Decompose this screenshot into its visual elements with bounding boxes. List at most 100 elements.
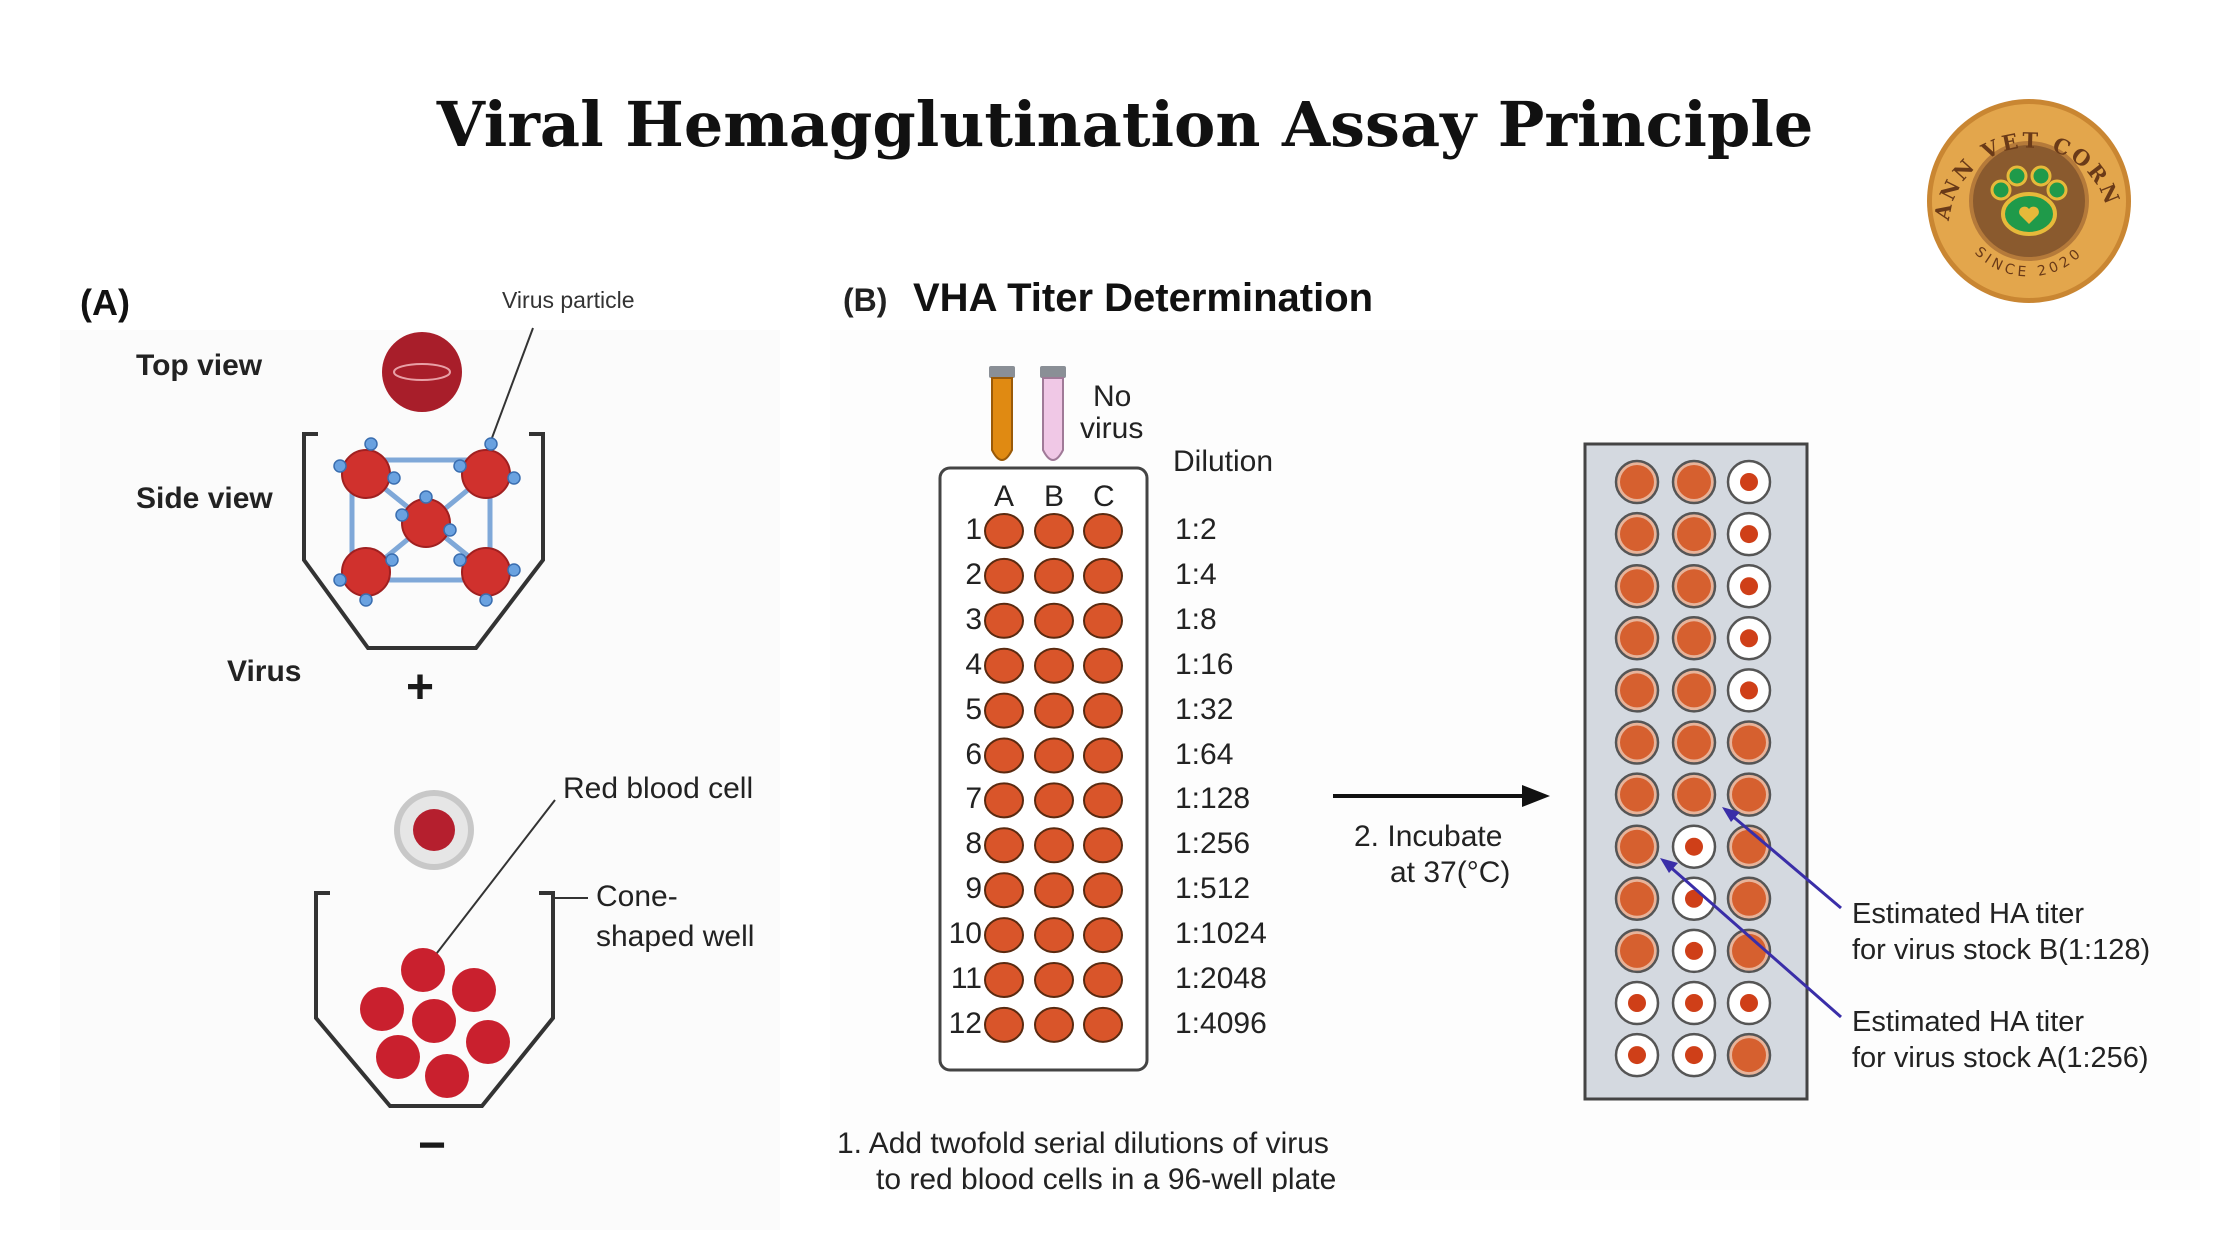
step1-caption: 1. Add twofold serial dilutions of virus… <box>830 1125 1390 1192</box>
well-diffuse-agglutination <box>1671 720 1717 765</box>
well-before <box>1083 737 1123 774</box>
row-number: 12 <box>948 1006 982 1040</box>
well-diffuse-agglutination <box>1671 563 1717 609</box>
row-number: 4 <box>965 647 982 681</box>
side-view-label: Side view <box>136 482 273 515</box>
well-before <box>984 737 1024 774</box>
well-diffuse-agglutination <box>1614 459 1660 505</box>
plus-sign: + <box>406 661 435 714</box>
well-before <box>984 962 1024 998</box>
top-view-label: Top view <box>136 349 263 382</box>
row-number: 5 <box>965 692 982 726</box>
well-before <box>1034 917 1074 954</box>
dilution-value: 1:1024 <box>1175 917 1267 951</box>
well-before <box>984 827 1024 864</box>
dilution-value: 1:8 <box>1175 602 1217 636</box>
row-number: 1 <box>965 513 982 546</box>
row-number: 9 <box>965 872 982 906</box>
well-before <box>1034 827 1074 864</box>
cone-well-label-line2: shaped well <box>596 920 755 953</box>
well-diffuse-agglutination <box>1614 511 1660 557</box>
virus-tube-a <box>989 366 1015 461</box>
cone-shaped-well <box>314 891 555 1108</box>
well-button-no-agglutination <box>1671 1032 1717 1078</box>
dilution-value: 1:2 <box>1175 513 1217 546</box>
annotation-a-line2: for virus stock A(1:256) <box>1852 1042 2149 1074</box>
side-view-well <box>302 432 545 650</box>
well-before <box>984 872 1024 909</box>
well-diffuse-agglutination <box>1614 563 1660 609</box>
row-number: 3 <box>965 602 982 636</box>
agglutination-lattice <box>333 437 521 607</box>
minus-sign: − <box>418 1119 447 1172</box>
well-diffuse-agglutination <box>1726 1032 1772 1078</box>
well-button-no-agglutination <box>1671 824 1717 869</box>
well-diffuse-agglutination <box>1671 459 1717 505</box>
well-before <box>1034 872 1074 909</box>
well-before <box>1083 602 1123 639</box>
well-diffuse-agglutination <box>1614 720 1660 765</box>
paw-icon <box>1990 165 2068 236</box>
well-before <box>1034 962 1074 998</box>
dilution-value: 1:4 <box>1175 557 1217 591</box>
well-button-no-agglutination <box>1726 980 1772 1026</box>
incubate-line1: 2. Incubate <box>1354 820 1503 853</box>
panel-a-background <box>60 330 780 1230</box>
well-diffuse-agglutination <box>1671 772 1717 817</box>
panel-a-label: (A) <box>80 282 130 323</box>
top-view-agglutinated <box>382 332 462 412</box>
red-blood-cell-label: Red blood cell <box>563 772 754 805</box>
well-before <box>1034 557 1074 594</box>
well-button-no-agglutination <box>1614 1032 1660 1078</box>
well-button-no-agglutination <box>1726 668 1772 713</box>
well-diffuse-agglutination <box>1614 928 1660 974</box>
annotation-a-line1: Estimated HA titer <box>1852 1006 2085 1038</box>
well-button-no-agglutination <box>1726 511 1772 557</box>
incubate-line2: at 37(°C) <box>1390 856 1511 889</box>
well-button-no-agglutination <box>1671 876 1717 922</box>
well-before <box>1034 513 1074 549</box>
well-before <box>984 692 1024 729</box>
dilution-value: 1:16 <box>1175 647 1234 681</box>
well-diffuse-agglutination <box>1614 876 1660 922</box>
dilution-header: Dilution <box>1173 445 1274 478</box>
well-before <box>984 782 1024 819</box>
well-before <box>1034 1006 1074 1043</box>
svg-text:MANN VET CORNER: MANN VET CORNER <box>0 0 2126 223</box>
well-diffuse-agglutination <box>1671 668 1717 713</box>
row-number: 11 <box>950 962 982 995</box>
well-button-no-agglutination <box>1671 928 1717 974</box>
well-before <box>984 647 1024 684</box>
no-virus-tube-b <box>1040 366 1066 461</box>
row-number: 6 <box>965 737 982 771</box>
well-before <box>1083 1006 1123 1043</box>
annotation-b-line2: for virus stock B(1:128) <box>1852 934 2151 966</box>
well-diffuse-agglutination <box>1614 668 1660 713</box>
well-diffuse-agglutination <box>1614 616 1660 661</box>
dilution-value: 1:4096 <box>1175 1006 1267 1040</box>
incubate-arrow <box>1333 785 1550 807</box>
dilution-value: 1:2048 <box>1175 962 1267 995</box>
well-diffuse-agglutination <box>1726 876 1772 922</box>
dilution-value: 1:32 <box>1175 692 1234 726</box>
well-before <box>1083 647 1123 684</box>
dilution-value: 1:64 <box>1175 737 1234 771</box>
column-header-A: A <box>994 480 1015 513</box>
well-before <box>1083 513 1123 549</box>
well-before <box>1083 872 1123 909</box>
well-before <box>1083 827 1123 864</box>
well-before <box>1034 737 1074 774</box>
well-before <box>984 513 1024 549</box>
annotation-b-line1: Estimated HA titer <box>1852 898 2085 930</box>
column-header-B: B <box>1044 480 1065 513</box>
well-diffuse-agglutination <box>1671 511 1717 557</box>
well-button-no-agglutination <box>1671 980 1717 1026</box>
well-before <box>1034 602 1074 639</box>
well-before <box>1034 647 1074 684</box>
well-before <box>1083 692 1123 729</box>
dilution-value: 1:256 <box>1175 827 1251 861</box>
well-button-no-agglutination <box>1726 563 1772 609</box>
panel-b-label: (B) <box>843 282 888 318</box>
well-before <box>1034 782 1074 819</box>
